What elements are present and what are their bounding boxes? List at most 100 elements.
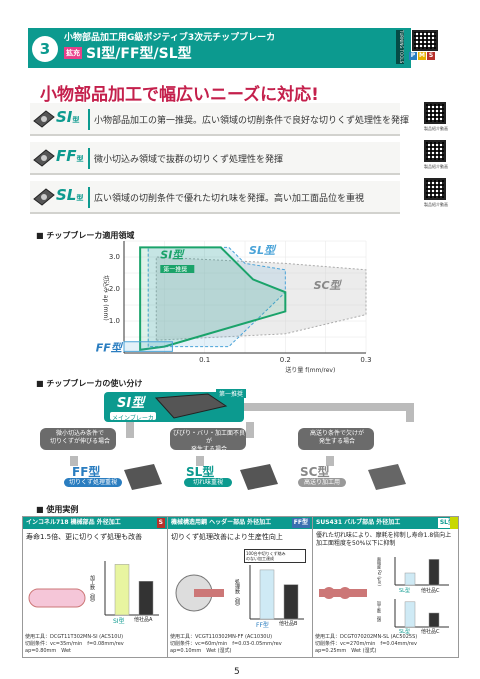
feature-name: SI型 <box>56 108 80 126</box>
section-number-badge: 3 <box>32 36 58 62</box>
header-subtitle: 小物部品加工用G級ポジティブ3次元チップブレーカ <box>64 33 276 43</box>
region-label-sc: SC型 <box>314 279 343 292</box>
case-summary: 優れた切れ味により、摩耗を抑制し寿命1.8倍向上 加工面粗度を50%以下に抑制 <box>316 532 452 547</box>
grade-m-icon: M <box>418 52 426 60</box>
bar-他社品A <box>138 581 154 616</box>
qr-caption: 製品紹介動画 <box>424 202 448 207</box>
grade-s-icon: S <box>427 52 435 60</box>
header-title: SI型/FF型/SL型 <box>86 46 192 62</box>
qr-code-icon[interactable] <box>424 140 446 162</box>
case-footer: 使用工具：VCGT110302MN-FF (AC1030U)切削条件：vc=60… <box>170 634 282 654</box>
region-badge: 第一推奨 <box>163 266 187 274</box>
insert-icon <box>154 393 228 419</box>
bar-他社品C <box>428 612 440 628</box>
region-label-si: SI型 <box>160 249 185 262</box>
y-axis-label: 加工数（個） <box>89 575 95 605</box>
bar-label: SL型 <box>399 629 410 635</box>
page-number: 5 <box>234 667 240 677</box>
qr-caption: 製品紹介動画 <box>424 164 448 169</box>
flow-arrow <box>244 403 414 422</box>
x-tick-label: 0.3 <box>360 356 371 364</box>
section-title-flow: チップブレーカの使い分け <box>36 378 142 389</box>
insert-icon <box>368 464 406 490</box>
y-axis-label: 切込み ap (mm) <box>102 275 110 321</box>
side-label: TURNING TOOLS <box>396 30 404 64</box>
qr-code-icon[interactable] <box>412 30 438 51</box>
flow-sc-name: SC型 <box>300 465 330 479</box>
bar-label: SI型 <box>113 618 125 625</box>
qr-code-icon[interactable] <box>424 102 446 124</box>
insert-icon <box>33 110 55 128</box>
flow-top-name: SI型 <box>117 396 145 411</box>
x-axis-label: 送り量 f(mm/rev) <box>285 366 335 374</box>
feature-si: SI型 小物部品加工の第一推奨。広い領域の切削条件で良好な切りくず処理性を発揮 <box>30 103 409 136</box>
flow-top-sub: メインブレーカ <box>112 415 154 422</box>
feature-description: 微小切込み領域で抜群の切りくず処理性を発揮 <box>94 155 284 165</box>
divider <box>88 109 90 130</box>
qr-caption: 製品紹介動画 <box>424 126 448 131</box>
y-axis-label: 加工数（個） <box>377 601 382 625</box>
bar-FF型 <box>259 569 275 620</box>
case-footer: 使用工具：DCGT11T302MN-SI (AC510U)切削条件：vc=35m… <box>25 634 124 654</box>
grade-icons: P M S <box>409 52 435 60</box>
section-title-cases: 使用実例 <box>36 504 78 515</box>
headline: 小物部品加工で幅広いニーズに対応! <box>40 85 319 105</box>
feature-sl: SL型 広い領域の切削条件で優れた切れ味を発揮。高い加工面品位を重視 <box>30 181 400 214</box>
divider <box>88 187 90 208</box>
condition-text: 高送り条件で欠けが 発生する場合 <box>309 430 364 445</box>
grade-p-icon: P <box>409 52 417 60</box>
section-title-chart: チップブレーカ適用領域 <box>36 230 134 241</box>
case-chart <box>28 561 159 616</box>
bar-label: 他社品B <box>279 621 298 627</box>
qr-code-icon[interactable] <box>424 178 446 200</box>
region-label-sl: SL型 <box>249 244 277 257</box>
grade-m-icon <box>450 517 458 529</box>
material-tag: SL型 <box>437 518 456 528</box>
bar-label: SL型 <box>399 588 410 594</box>
x-tick-label: 0.1 <box>199 356 210 364</box>
insert-icon <box>33 149 55 167</box>
new-tag: 拡充 <box>64 47 82 59</box>
bar-他社品C <box>428 559 440 586</box>
condition-box <box>170 428 246 450</box>
y-tick-label: 2.0 <box>109 285 120 293</box>
region-badge-bg <box>160 265 195 273</box>
material-tag: FF型 <box>291 518 310 528</box>
flow-ff-sub: 切りくず処理重視 <box>64 478 122 487</box>
bar-label: 他社品A <box>134 617 153 623</box>
flow-diagram <box>40 392 414 490</box>
region-SC型 <box>155 256 367 341</box>
y-tick-label: 3.0 <box>109 253 120 261</box>
flow-ff-name: FF型 <box>72 465 101 479</box>
insert-icon <box>124 464 162 490</box>
case-summary: 切りくず処理改善により生産性向上 <box>171 533 283 541</box>
insert-icon <box>33 188 55 206</box>
flow-top-sublabel-bg <box>110 412 156 420</box>
workpiece-image <box>339 587 351 599</box>
region-FF型 <box>123 341 173 352</box>
y-tick-label: 1.0 <box>109 317 120 325</box>
flow-sl-sub: 切れ味重視 <box>184 478 232 487</box>
condition-text: 微小切込み条件で 切りくずが伸びる場合 <box>49 430 110 445</box>
condition-text: びびり・バリ・加工面不良が 発生する場合 <box>172 430 245 453</box>
header-banner <box>28 28 411 68</box>
material-tag: S <box>156 518 165 528</box>
bar-SI型 <box>114 564 130 616</box>
bar-label: 他社品C <box>421 588 440 594</box>
flow-top-badge: 第一推奨 <box>216 389 247 398</box>
flow-sc-sub: 高送り加工用 <box>298 478 346 487</box>
bar-SL型 <box>404 572 416 586</box>
case-footer: 使用工具：DCGT070202MN-SL (AC5025S)切削条件：vc=27… <box>315 634 418 654</box>
workpiece-image <box>194 589 224 597</box>
workpiece-image <box>323 587 335 599</box>
bar-SL型 <box>404 601 416 628</box>
case-chart <box>319 557 449 628</box>
condition-box <box>40 428 116 450</box>
flow-sl-name: SL型 <box>186 465 215 479</box>
